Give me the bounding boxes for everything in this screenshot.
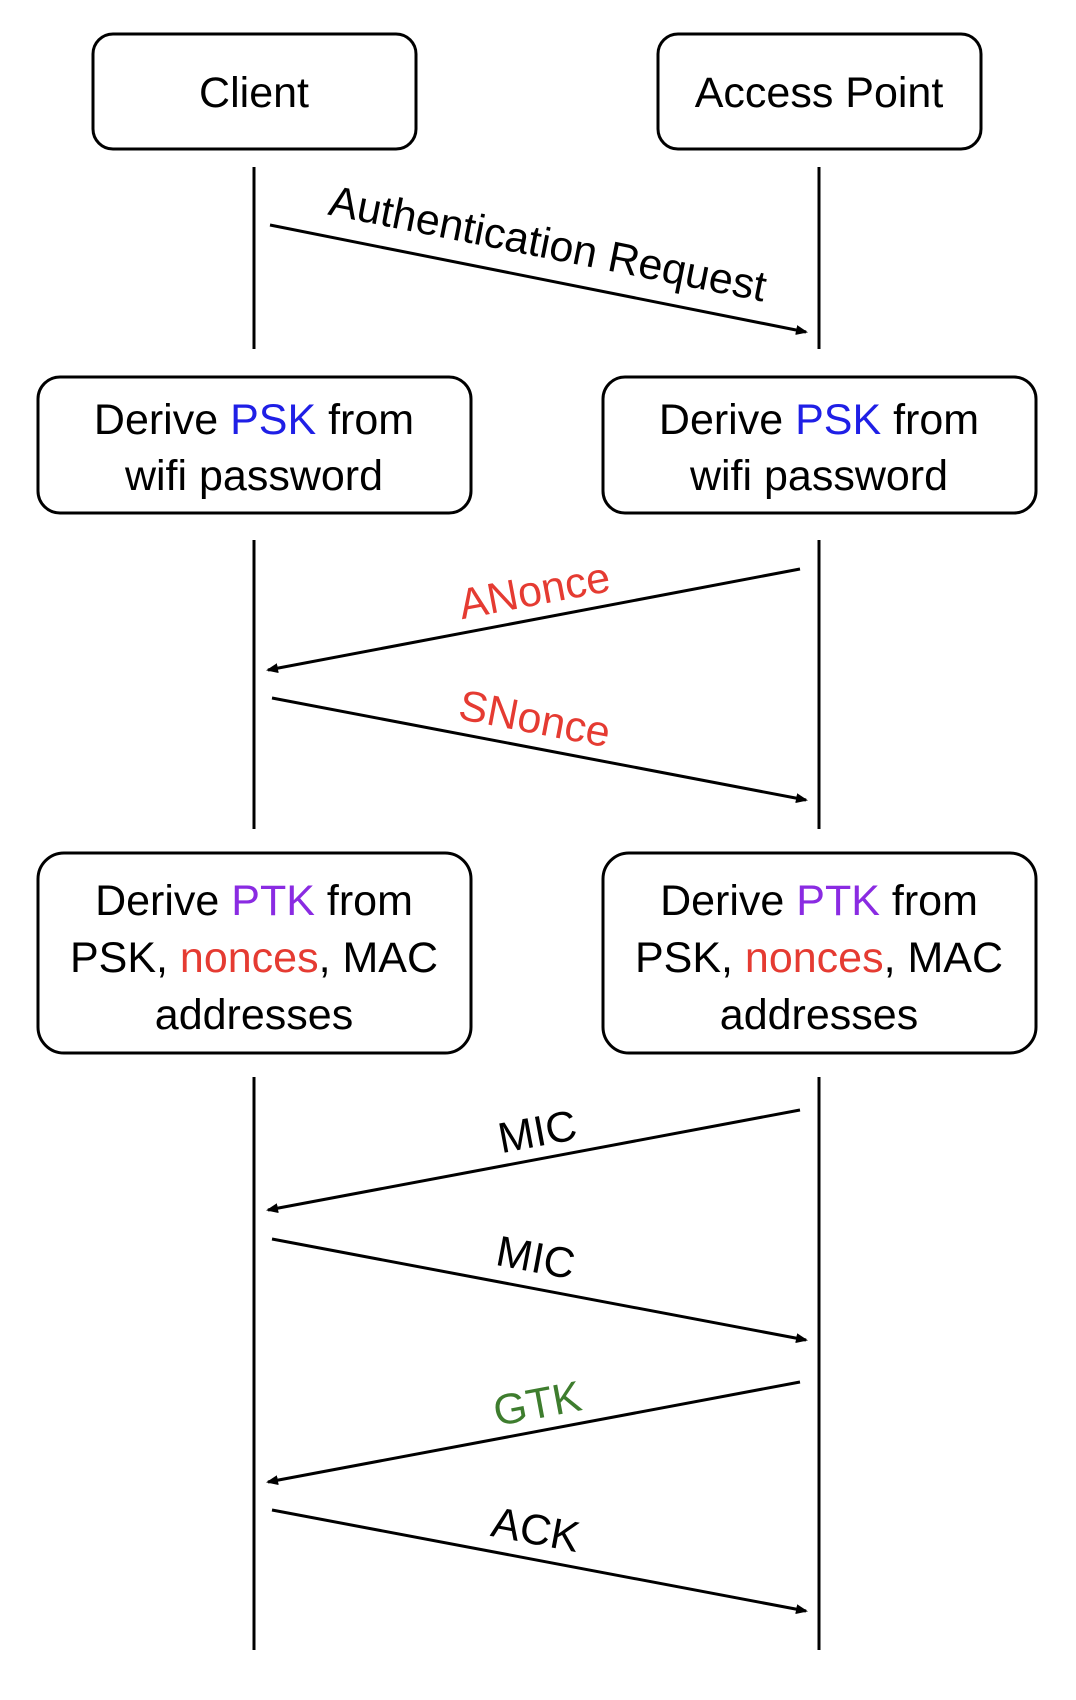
derive-prefix: Derive [95, 877, 231, 925]
ap-derive-psk: Derive PSK from wifi password [601, 375, 1038, 515]
access-point-box [656, 32, 983, 151]
derive-prefix: Derive [660, 877, 796, 925]
client-derive-ptk: Derive PTK from PSK, nonces, MAC address… [36, 851, 473, 1055]
snonce-arrow [271, 696, 808, 804]
mic-2-label: MIC [492, 1227, 578, 1289]
anonce-label: ANonce [455, 553, 614, 629]
client-derive-ptk-box [36, 851, 473, 1055]
snonce-message: SNonce [271, 681, 808, 804]
nonces-word: nonces [745, 934, 884, 982]
auth-request-label: Authentication Request [325, 177, 770, 311]
from-suffix: from [880, 877, 978, 925]
ap-derive-psk-box [601, 375, 1038, 515]
auth-request-message: Authentication Request [269, 177, 808, 335]
from-suffix: from [315, 877, 413, 925]
snonce-label: SNonce [455, 681, 614, 757]
client-derive-ptk-line-2: PSK, nonces, MAC [70, 934, 438, 982]
client-derive-psk: Derive PSK from wifi password [36, 375, 473, 515]
ap-derive-psk-line-2: wifi password [689, 452, 948, 500]
access-point-label: Access Point [695, 69, 944, 117]
psk-prefix: PSK, [70, 934, 180, 982]
mic-2-arrow [271, 1237, 808, 1344]
ap-derive-ptk-box [601, 851, 1038, 1055]
mac-suffix: , MAC [884, 934, 1003, 982]
ap-derive-psk-line-1: Derive PSK from [659, 396, 979, 444]
mac-suffix: , MAC [319, 934, 438, 982]
psk-key: PSK [795, 396, 881, 444]
anonce-message: ANonce [266, 553, 801, 674]
ap-derive-ptk: Derive PTK from PSK, nonces, MAC address… [601, 851, 1038, 1055]
ap-derive-ptk-line-1: Derive PTK from [660, 877, 978, 925]
ap-derive-ptk-line-2: PSK, nonces, MAC [635, 934, 1003, 982]
ack-message: ACK [271, 1498, 808, 1615]
anonce-arrow [266, 567, 801, 674]
client-derive-psk-box [36, 375, 473, 515]
ack-arrow [271, 1508, 808, 1615]
ptk-key: PTK [796, 877, 880, 925]
psk-prefix: PSK, [635, 934, 745, 982]
client-box [91, 32, 418, 151]
client-label: Client [199, 69, 309, 117]
client-derive-psk-line-2: wifi password [124, 452, 383, 500]
auth-request-arrow [269, 223, 808, 335]
derive-prefix: Derive [94, 396, 230, 444]
client-derive-psk-line-1: Derive PSK from [94, 396, 414, 444]
access-point-participant: Access Point [656, 32, 983, 151]
derive-prefix: Derive [659, 396, 795, 444]
gtk-arrow [266, 1380, 801, 1486]
mic-2-message: MIC [271, 1227, 808, 1344]
ap-derive-ptk-line-3: addresses [720, 991, 918, 1039]
psk-key: PSK [230, 396, 316, 444]
mic-1-message: MIC [266, 1101, 801, 1214]
mic-1-arrow [266, 1108, 801, 1214]
nonces-word: nonces [180, 934, 319, 982]
gtk-message: GTK [266, 1372, 801, 1486]
from-suffix: from [316, 396, 414, 444]
client-participant: Client [91, 32, 418, 151]
client-derive-ptk-line-3: addresses [155, 991, 353, 1039]
client-derive-ptk-line-1: Derive PTK from [95, 877, 413, 925]
ptk-key: PTK [231, 877, 315, 925]
from-suffix: from [881, 396, 979, 444]
